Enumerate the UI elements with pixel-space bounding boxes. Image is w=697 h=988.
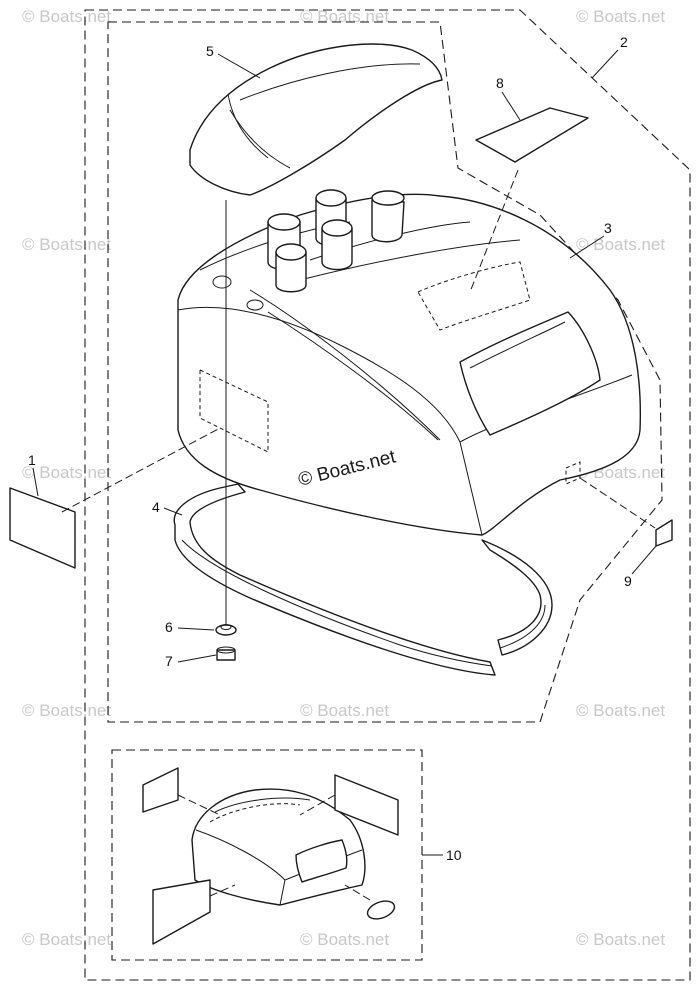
decal-kit-cowling — [142, 767, 399, 945]
watermark-text: © Boats.net — [22, 701, 111, 720]
side-decal — [9, 487, 76, 569]
watermark-text: © Boats.net — [22, 463, 111, 482]
small-decal — [655, 519, 673, 547]
callout-2: 2 — [620, 34, 628, 50]
callout-4: 4 — [152, 499, 160, 515]
watermark-text: © Boats.net — [22, 930, 111, 949]
top-decal — [475, 107, 589, 163]
top-cover-cap — [189, 43, 443, 196]
watermark-text: © Boats.net — [576, 701, 665, 720]
callout-6: 6 — [165, 619, 173, 635]
callout-labels: 1 2 3 4 5 6 7 8 9 10 — [28, 34, 632, 863]
callout-5: 5 — [206, 43, 214, 59]
watermark-text: © Boats.net — [576, 7, 665, 26]
watermark-layer: © Boats.net © Boats.net © Boats.net © Bo… — [22, 7, 665, 949]
callout-9: 9 — [624, 573, 632, 589]
watermark-text: © Boats.net — [576, 930, 665, 949]
intake-pipes — [267, 189, 405, 293]
watermark-text: © Boats.net — [22, 7, 111, 26]
watermark-text: © Boats.net — [300, 701, 389, 720]
callout-10: 10 — [446, 847, 462, 863]
assembly-boundary-outer — [84, 9, 691, 981]
watermark-text: © Boats.net — [576, 235, 665, 254]
cowling-seal — [173, 483, 553, 676]
callout-8: 8 — [496, 75, 504, 91]
nut — [216, 646, 236, 661]
callout-3: 3 — [604, 220, 612, 236]
watermark-text: © Boats.net — [300, 930, 389, 949]
watermark-text: © Boats.net — [300, 7, 389, 26]
callout-1: 1 — [28, 452, 36, 468]
callout-7: 7 — [165, 653, 173, 669]
leader-lines — [32, 49, 657, 856]
watermark-text: © Boats.net — [22, 235, 111, 254]
grommet — [215, 624, 237, 636]
main-cowling — [177, 189, 641, 536]
